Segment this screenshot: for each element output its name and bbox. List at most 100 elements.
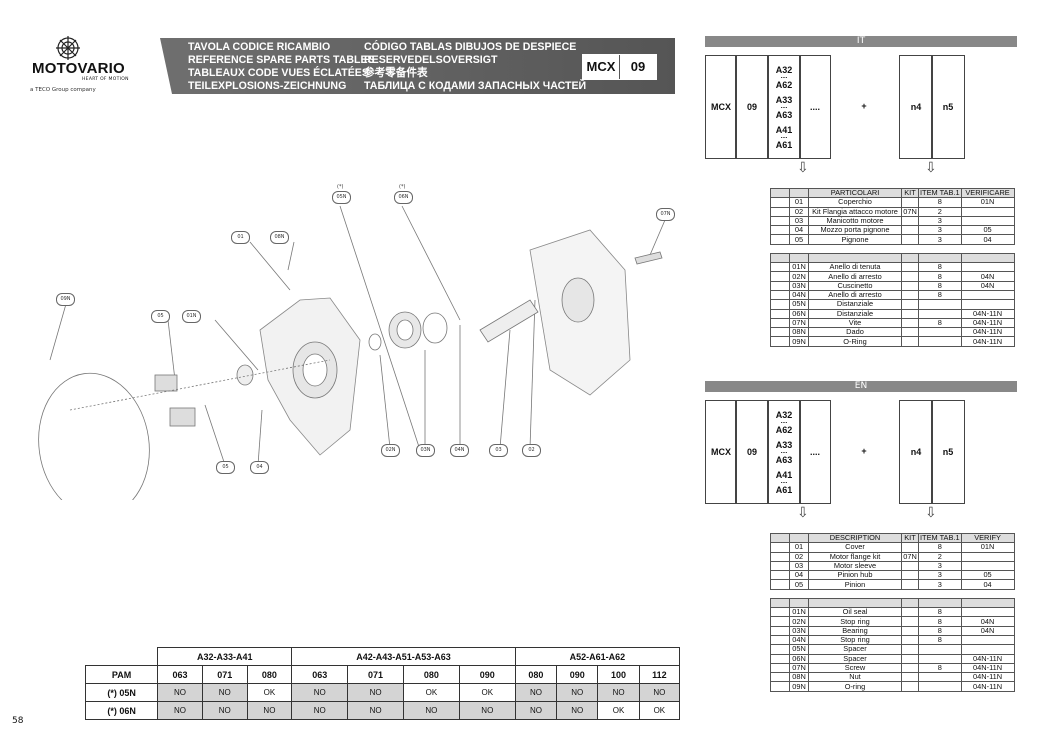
parts-cell: Dado (808, 327, 902, 338)
parts-cell (918, 308, 962, 319)
title-line: 参考零备件表 (364, 67, 428, 79)
pam-size: 080 (246, 665, 293, 684)
parts-column-header: VERIFY (960, 532, 1015, 544)
diagram-label: 01N (182, 310, 201, 323)
diagram-label: 03N (416, 444, 435, 457)
pam-value: NO (246, 701, 293, 720)
diagram-label: 03 (489, 444, 508, 457)
parts-cell: Kit Flangia attacco motore (808, 206, 902, 217)
parts-column-header: DESCRIPTION (808, 532, 902, 544)
section-bar-en: EN (705, 381, 1017, 392)
parts-cell: 3 (918, 579, 962, 590)
diagram-label: 02N (381, 444, 400, 457)
parts-cell (901, 262, 919, 273)
parts-cell (901, 560, 919, 572)
pam-value: NO (458, 701, 516, 720)
parts-cell: 05N (789, 644, 809, 655)
parts-cell (960, 206, 1015, 217)
parts-cell (918, 336, 962, 347)
parts-cell (901, 542, 919, 553)
code-cell: MCX (705, 55, 737, 159)
parts-cell (918, 681, 962, 692)
parts-column-header: ITEM TAB.1 (918, 187, 962, 199)
empty-cell (770, 206, 790, 217)
parts-cell (918, 672, 962, 683)
parts-cell: Vite (808, 317, 902, 329)
parts-cell: 04 (789, 570, 809, 581)
title-line: REFERENCE SPARE PARTS TABLES (188, 54, 375, 66)
parts-cell: 07N (789, 662, 809, 674)
empty-cell (918, 252, 962, 264)
parts-cell: Anello di arresto (808, 271, 902, 282)
parts-cell: Coperchio (808, 197, 902, 208)
empty-cell (901, 252, 919, 264)
parts-cell (901, 644, 919, 655)
empty-cell (770, 532, 790, 544)
parts-column-header: ITEM TAB.1 (918, 532, 962, 544)
parts-cell: 04N-11N (960, 336, 1015, 347)
parts-cell: 06N (789, 653, 809, 664)
parts-cell: 03 (789, 215, 809, 227)
parts-cell (901, 299, 919, 310)
arrow-down-icon: ⇩ (797, 160, 809, 176)
pam-value: NO (597, 683, 640, 702)
pam-value: NO (291, 701, 349, 720)
parts-cell: 07N (901, 551, 919, 562)
size-code: A33 (775, 94, 793, 105)
parts-cell: Oil seal (808, 607, 902, 618)
parts-cell: 02 (789, 551, 809, 562)
empty-cell (770, 252, 790, 264)
pam-size: 071 (201, 665, 248, 684)
empty-cell (770, 280, 790, 291)
empty-cell (85, 647, 159, 666)
parts-cell: 01 (789, 542, 809, 553)
parts-cell: 8 (918, 662, 962, 674)
empty-cell (770, 551, 790, 562)
parts-cell: 8 (918, 280, 962, 291)
parts-cell (918, 653, 962, 664)
code-plus: + (861, 446, 867, 456)
size-code: A32 (775, 409, 793, 420)
parts-cell: Pignone (808, 234, 902, 245)
parts-cell: 04N (960, 625, 1015, 636)
parts-cell: 08N (789, 327, 809, 338)
empty-cell (770, 560, 790, 572)
size-code: A32 (775, 64, 793, 75)
pam-row-label: (*) 05N (84, 683, 159, 702)
size-dots: .... (780, 448, 788, 455)
parts-cell: Cuscinetto (808, 280, 902, 291)
code-cell: .... (799, 400, 831, 504)
empty-cell (770, 225, 790, 236)
parts-cell: Spacer (808, 653, 902, 664)
arrow-down-icon: ⇩ (925, 505, 937, 521)
logo-emblem-icon (56, 36, 80, 60)
parts-cell: 02N (789, 271, 809, 282)
empty-cell (770, 653, 790, 664)
empty-cell (770, 681, 790, 692)
parts-cell: Cover (808, 542, 902, 553)
pam-value: NO (347, 683, 404, 702)
model-code: MCX (586, 59, 616, 74)
parts-cell (960, 551, 1015, 562)
empty-cell (960, 597, 1015, 609)
parts-cell: Screw (808, 662, 902, 674)
parts-cell: 03N (789, 280, 809, 291)
parts-cell: 03N (789, 625, 809, 636)
model-code-box: MCX 09 (582, 54, 657, 80)
parts-cell: 05 (789, 579, 809, 590)
parts-cell: 2 (918, 206, 962, 217)
parts-cell: Spacer (808, 644, 902, 655)
spacer-row (771, 589, 1015, 598)
